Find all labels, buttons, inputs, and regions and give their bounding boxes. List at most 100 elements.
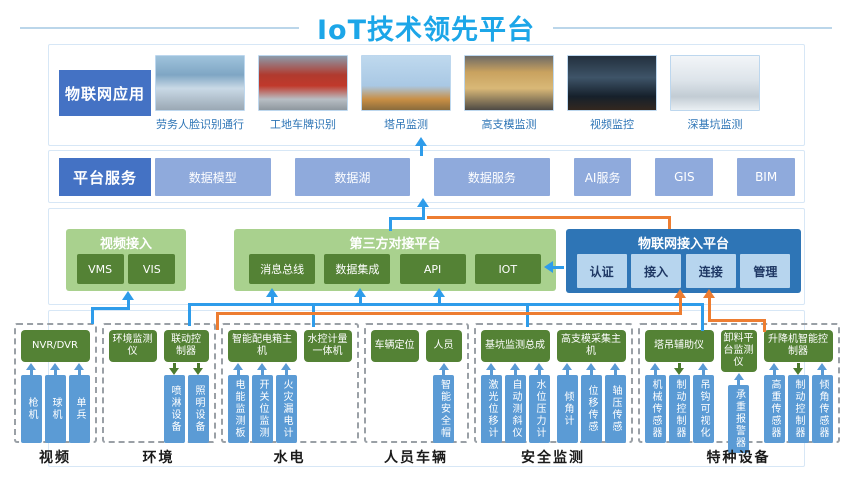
device-group-label: 视频 [39,450,71,466]
connector-line [708,319,766,322]
connector-arrowhead [544,261,553,273]
device-box: 制动控制器 [668,375,690,443]
third-party-items: 消息总线数据集成 API IOT [234,254,556,284]
device-group-label: 环境 [142,450,175,466]
device-subgroup: 水控计量一体机 [303,330,352,362]
page-title: IoT技术领先平台 [0,8,852,47]
application-item: 视频监控 [567,55,657,132]
device-box: 自动测斜仪 [504,375,526,443]
device-group-special: 塔吊辅助仪机械传感器制动控制器吊钩可视化卸料平台监测仪承重报警器升降机智能控制器… [637,323,840,467]
third-party-chip: 数据集成 [324,254,391,284]
device-header: 塔吊辅助仪 [644,330,714,362]
device-columns: 激光位移计自动测斜仪水位压力计 [480,363,550,443]
device-header: 环境监测仪 [108,330,157,362]
arrow-up-icon [650,363,660,375]
app-caption: 塔吊监测 [384,118,428,131]
connector-line [127,299,130,308]
device-column: 自动测斜仪 [504,363,526,443]
service-box: GIS [655,158,714,196]
connector-arrowhead [122,291,134,300]
connector-line [359,297,362,303]
third-party-chip: IOT [474,254,541,284]
device-group-power: 智能配电箱主机电能监测板开关位监测火灾漏电计水控计量一体机水电 [220,323,359,467]
application-item: 高支模监测 [464,55,554,132]
device-header: 智能配电箱主机 [227,330,297,362]
device-header: 联动控制器 [163,330,209,362]
device-column: 位移传感 [580,363,602,443]
service-box: 数据服务 [434,158,550,196]
device-column: 单兵 [68,363,90,443]
third-party-chip: 消息总线 [249,254,316,284]
device-column: 喷淋设备 [163,363,185,443]
connector-line [701,303,704,331]
device-group-box: 智能配电箱主机电能监测板开关位监测火灾漏电计水控计量一体机 [220,323,359,443]
connector-line [679,297,682,312]
device-columns: 机械传感器制动控制器吊钩可视化 [644,363,714,443]
connector-line [188,303,191,326]
arrow-up-icon [698,363,708,375]
arrow-up-icon [534,363,544,375]
device-columns: 高重传感器制动控制器倾角传感器 [763,363,833,443]
connector-line [188,303,704,306]
app-caption: 视频监控 [590,118,634,131]
application-item: 劳务人脸识别通行 [155,55,245,132]
arrow-down-icon [674,363,684,375]
arrow-up-icon [510,363,520,375]
connector-line [216,312,682,315]
app-caption: 劳务人脸识别通行 [156,118,244,131]
arrow-up-icon [562,363,572,375]
application-item: 工地车牌识别 [258,55,348,132]
device-column: 轴压传感 [604,363,626,443]
iot-access-chip: 连接 [685,254,736,288]
device-column: 球机 [44,363,66,443]
device-columns: 枪机球机单兵 [20,363,90,443]
app-thumbnail-4 [464,55,554,111]
device-box: 吊钩可视化 [692,375,714,443]
arrow-up-icon [438,363,449,375]
connector-line [420,146,423,156]
device-subgroup: 人员智能安全帽 [425,330,462,443]
arrow-down-icon [169,363,179,375]
device-box: 开关位监测 [251,375,273,443]
device-header: NVR/DVR [20,330,90,362]
device-column: 高重传感器 [763,363,785,443]
device-group-label: 人员车辆 [384,450,448,466]
connector-arrowhead [674,289,686,298]
device-header: 车辆定位 [370,330,419,362]
device-group-label: 水电 [273,450,306,466]
connector-arrowhead [266,288,278,297]
arrow-up-icon [74,363,84,375]
connector-line [438,297,441,303]
connector-line [422,207,425,219]
connector-arrowhead [433,288,445,297]
arrow-up-icon [233,363,243,375]
device-columns: 智能安全帽 [433,363,454,443]
application-item: 塔吊监测 [361,55,451,132]
app-caption: 高支模监测 [481,118,537,131]
device-subgroup: 塔吊辅助仪机械传感器制动控制器吊钩可视化 [644,330,714,443]
arrow-up-icon [50,363,60,375]
arrow-up-icon [257,363,267,375]
device-group-box: 车辆定位人员智能安全帽 [363,323,469,443]
iot-access-chip: 管理 [740,254,791,288]
device-column: 激光位移计 [480,363,502,443]
device-column: 制动控制器 [787,363,809,443]
applications-band-label: 物联网应用 [59,70,151,116]
app-thumbnail-5 [567,55,657,111]
third-party-chip: API [399,254,466,284]
connector-line [91,307,130,310]
iot-access-chip: 认证 [576,254,627,288]
service-box: AI服务 [573,158,632,196]
connector-line [91,307,94,324]
connector-line [216,312,219,330]
connector-line [312,303,315,327]
arrow-down-icon [793,363,803,375]
app-thumbnail-6 [670,55,760,111]
device-box: 位移传感 [580,375,602,443]
device-column: 机械传感器 [644,363,666,443]
arrow-up-icon [769,363,779,375]
